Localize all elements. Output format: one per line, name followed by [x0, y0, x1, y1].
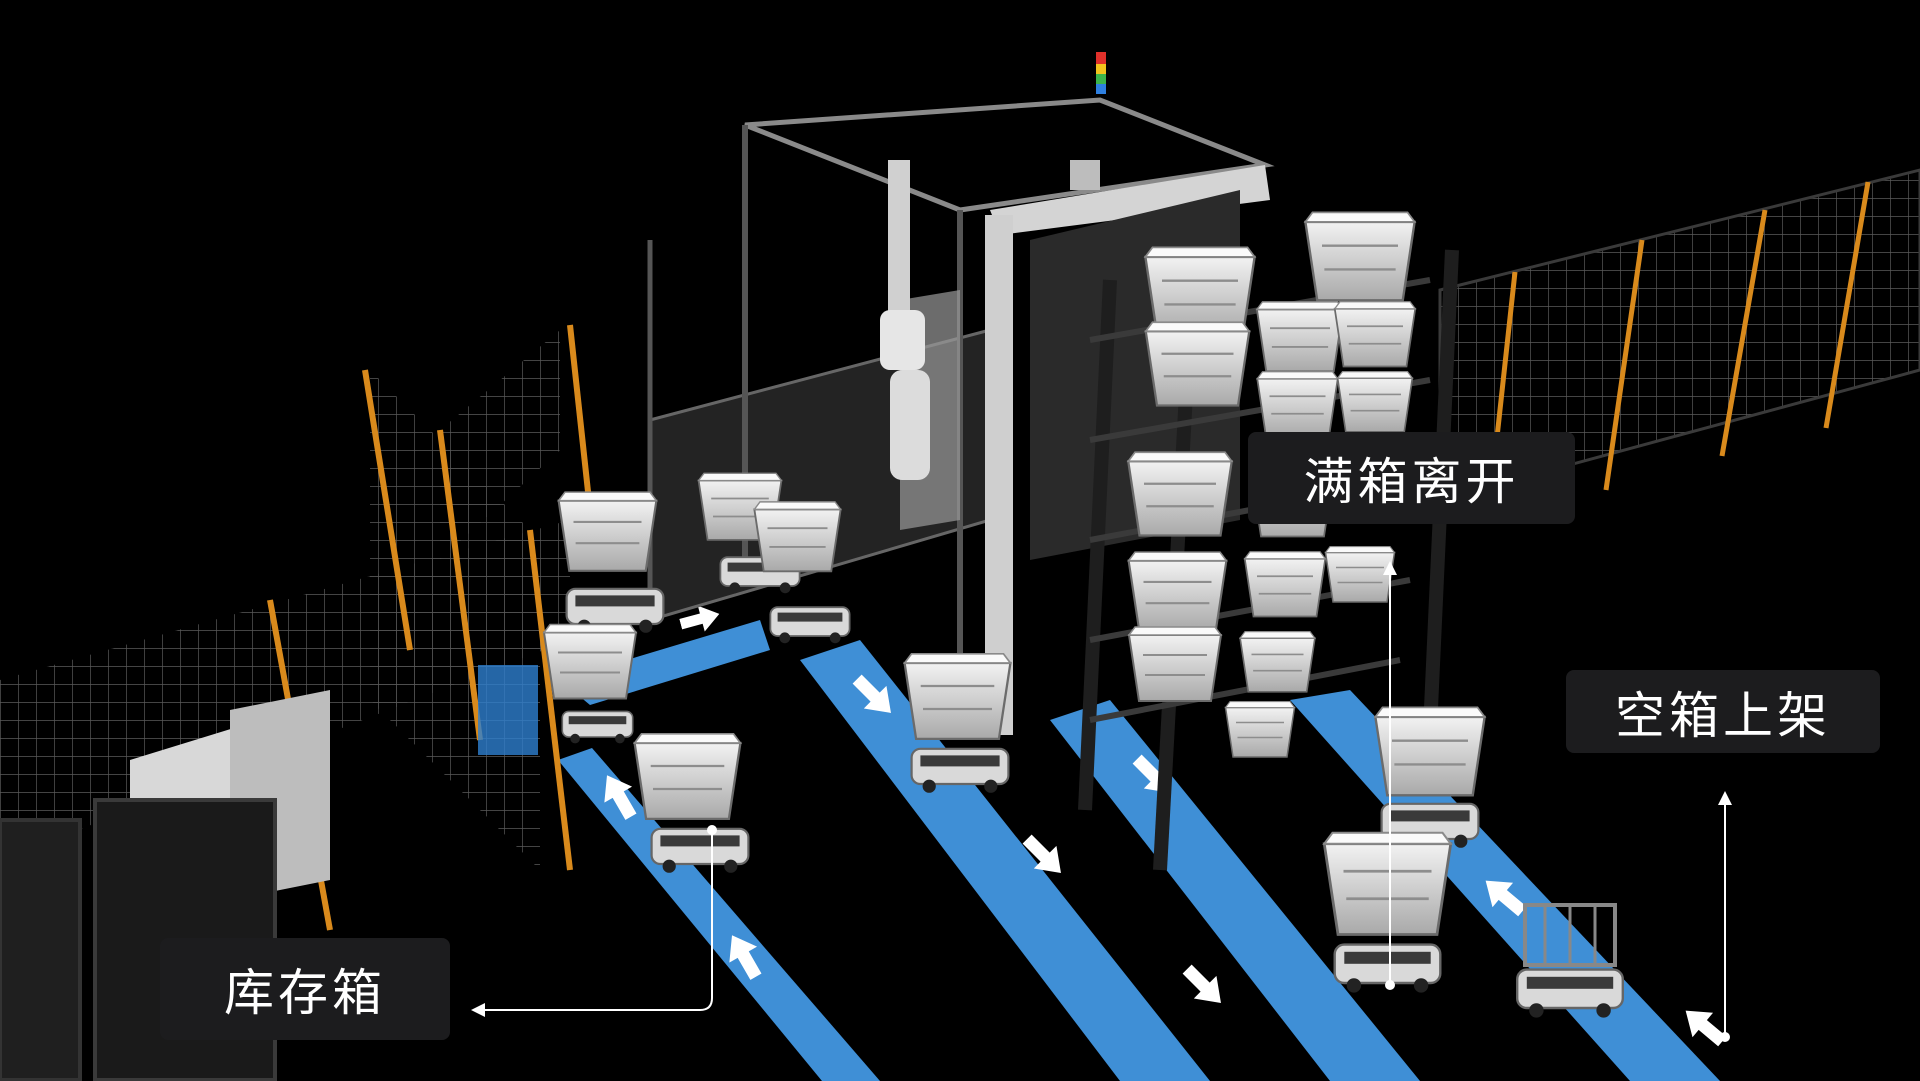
tower-light	[1096, 52, 1106, 64]
callout-lines	[471, 561, 1732, 1042]
empty-bin-shelve-label: 空箱上架	[1566, 670, 1880, 753]
full-bin-out-label: 满箱离开	[1248, 432, 1575, 524]
pointer-stock	[475, 830, 713, 1011]
amr-robots	[542, 472, 1625, 1019]
inventory-bin-label: 库存箱	[160, 938, 450, 1040]
empty-rack-robot	[1515, 903, 1625, 1019]
